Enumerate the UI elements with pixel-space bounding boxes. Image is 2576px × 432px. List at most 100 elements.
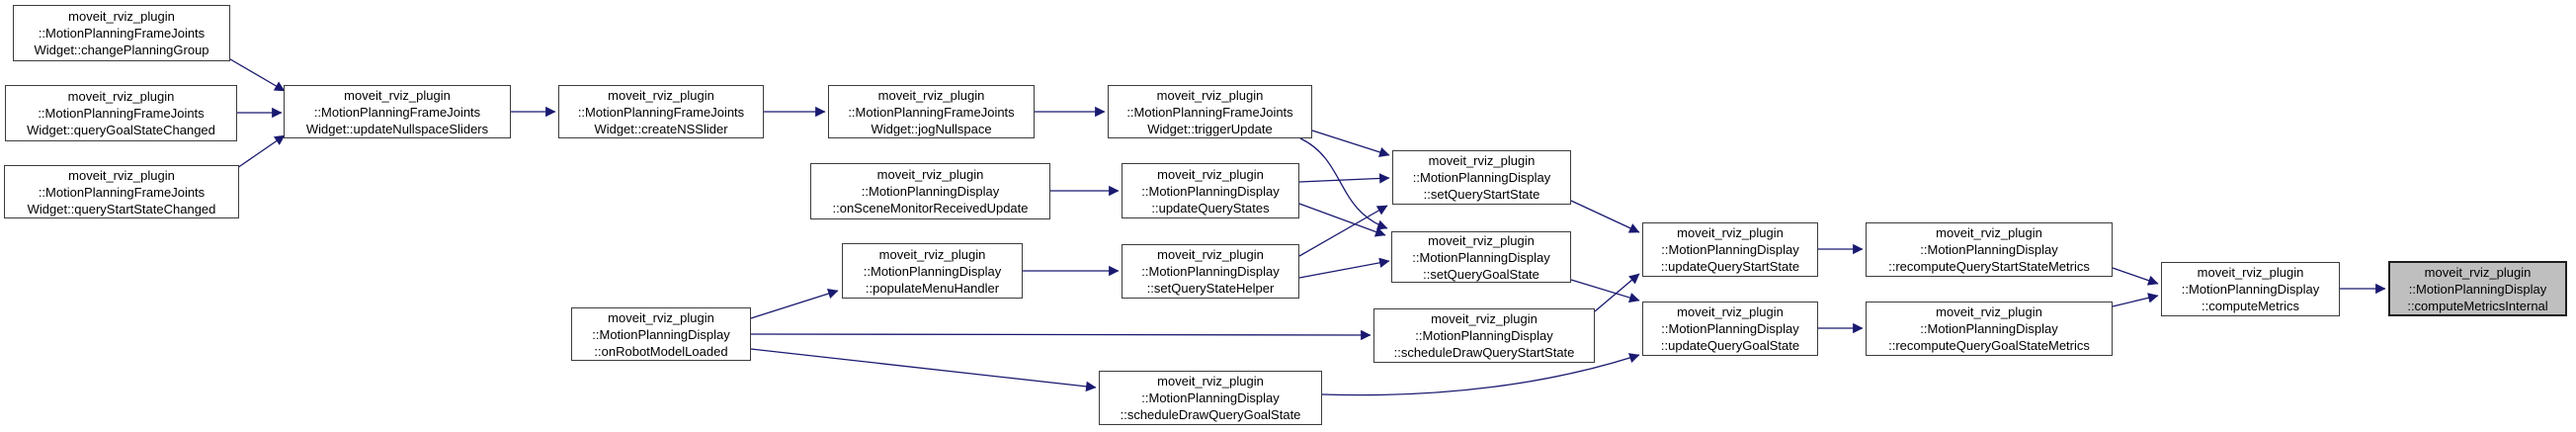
node-label-line: ::MotionPlanningDisplay — [592, 326, 730, 342]
node-label-line: ::MotionPlanningDisplay — [863, 263, 1002, 279]
node-label-line: ::MotionPlanningDisplay — [2181, 282, 2320, 297]
node-label-line: moveit_rviz_plugin — [1157, 374, 1264, 389]
edge-recompute-query-start-state-metrics-to-compute-metrics — [2112, 267, 2159, 286]
node-label-line: Widget::queryStartStateChanged — [27, 201, 216, 216]
node-compute-metrics-internal[interactable]: moveit_rviz_plugin::MotionPlanningDispla… — [2388, 261, 2567, 316]
node-label-line: moveit_rviz_plugin — [68, 167, 175, 183]
node-label-line: moveit_rviz_plugin — [877, 87, 985, 103]
node-query-goal-state-changed[interactable]: moveit_rviz_plugin::MotionPlanningFrameJ… — [5, 85, 237, 141]
node-change-planning-group[interactable]: moveit_rviz_plugin::MotionPlanningFrameJ… — [13, 5, 230, 61]
edge-update-query-states-to-set-query-goal-state — [1298, 203, 1386, 237]
node-label-line: moveit_rviz_plugin — [1156, 87, 1264, 103]
node-label-line: moveit_rviz_plugin — [344, 87, 451, 103]
node-update-query-goal-state[interactable]: moveit_rviz_plugin::MotionPlanningDispla… — [1642, 302, 1818, 356]
node-populate-menu-handler[interactable]: moveit_rviz_plugin::MotionPlanningDispla… — [842, 243, 1023, 299]
node-label-line: moveit_rviz_plugin — [1157, 247, 1264, 262]
node-label-line: ::MotionPlanningDisplay — [1415, 328, 1553, 343]
node-label-line: moveit_rviz_plugin — [1428, 232, 1535, 248]
node-trigger-update[interactable]: moveit_rviz_plugin::MotionPlanningFrameJ… — [1108, 85, 1312, 138]
node-label-line: moveit_rviz_plugin — [67, 89, 175, 104]
edge-on-robot-model-loaded-to-schedule-draw-query-goal-state — [750, 348, 1097, 392]
node-label-line: ::MotionPlanningFrameJoints — [1126, 104, 1293, 120]
node-label-line: moveit_rviz_plugin — [608, 309, 714, 325]
node-create-ns-slider[interactable]: moveit_rviz_plugin::MotionPlanningFrameJ… — [558, 85, 764, 138]
node-label-line: moveit_rviz_plugin — [1431, 311, 1537, 326]
node-label-line: ::MotionPlanningDisplay — [2408, 281, 2547, 297]
node-label-line: ::computeMetrics — [2202, 299, 2299, 313]
node-label-line: moveit_rviz_plugin — [1936, 225, 2042, 240]
node-label-line: ::scheduleDrawQueryStartState — [1393, 345, 1575, 360]
node-label-line: ::populateMenuHandler — [865, 280, 1000, 296]
edge-set-query-start-state-to-update-query-start-state — [1570, 200, 1640, 233]
node-label-line: moveit_rviz_plugin — [1677, 225, 1784, 240]
node-label-line: ::MotionPlanningFrameJoints — [38, 106, 205, 121]
node-update-query-start-state[interactable]: moveit_rviz_plugin::MotionPlanningDispla… — [1642, 222, 1818, 277]
edge-set-query-goal-state-to-update-query-goal-state — [1570, 279, 1640, 303]
edge-set-query-state-helper-to-set-query-goal-state — [1298, 257, 1390, 279]
node-label-line: moveit_rviz_plugin — [68, 9, 175, 24]
node-label-line: moveit_rviz_plugin — [878, 246, 986, 262]
node-set-query-state-helper[interactable]: moveit_rviz_plugin::MotionPlanningDispla… — [1122, 244, 1299, 299]
node-label-line: ::updateQueryStates — [1151, 200, 1270, 216]
node-label-line: ::MotionPlanningDisplay — [1920, 242, 2058, 257]
node-label-line: ::MotionPlanningDisplay — [1141, 264, 1280, 279]
node-label-line: moveit_rviz_plugin — [1157, 166, 1264, 182]
node-label-line: ::MotionPlanningDisplay — [1920, 321, 2058, 336]
node-update-nullspace-sliders[interactable]: moveit_rviz_plugin::MotionPlanningFrameJ… — [284, 85, 511, 138]
node-update-query-states[interactable]: moveit_rviz_plugin::MotionPlanningDispla… — [1122, 163, 1299, 218]
node-label-line: ::MotionPlanningFrameJoints — [577, 104, 745, 120]
node-label-line: ::setQueryStateHelper — [1146, 281, 1275, 296]
node-label-line: ::MotionPlanningDisplay — [1661, 321, 1799, 336]
node-label-line: ::MotionPlanningFrameJoints — [313, 104, 481, 120]
node-label-line: ::MotionPlanningDisplay — [1141, 183, 1280, 199]
node-label-line: ::onRobotModelLoaded — [594, 343, 728, 359]
node-label-line: ::recomputeQueryStartStateMetrics — [1888, 259, 2090, 274]
node-label-line: moveit_rviz_plugin — [608, 87, 714, 103]
node-label-line: ::MotionPlanningDisplay — [1412, 249, 1550, 265]
node-label-line: ::MotionPlanningDisplay — [861, 184, 1000, 199]
node-set-query-start-state[interactable]: moveit_rviz_plugin::MotionPlanningDispla… — [1392, 150, 1571, 205]
edge-query-start-state-changed-to-update-nullspace-sliders — [236, 134, 286, 169]
node-label-line: Widget::updateNullspaceSliders — [305, 121, 489, 136]
node-label-line: ::onSceneMonitorReceivedUpdate — [832, 201, 1029, 216]
edge-on-robot-model-loaded-to-populate-menu-handler — [750, 289, 839, 319]
node-label-line: ::setQueryStartState — [1423, 187, 1540, 202]
node-label-line: ::MotionPlanningFrameJoints — [38, 26, 206, 41]
node-label-line: Widget::triggerUpdate — [1147, 121, 1273, 136]
node-label-line: ::computeMetricsInternal — [2407, 298, 2548, 313]
node-compute-metrics[interactable]: moveit_rviz_plugin::MotionPlanningDispla… — [2161, 262, 2340, 316]
node-schedule-draw-query-goal-state[interactable]: moveit_rviz_plugin::MotionPlanningDispla… — [1099, 371, 1322, 425]
node-label-line: moveit_rviz_plugin — [1428, 153, 1536, 168]
node-label-line: ::MotionPlanningDisplay — [1141, 390, 1280, 405]
edge-trigger-update-to-set-query-goal-state — [1299, 137, 1388, 230]
node-jog-nullspace[interactable]: moveit_rviz_plugin::MotionPlanningFrameJ… — [828, 85, 1035, 138]
node-set-query-goal-state[interactable]: moveit_rviz_plugin::MotionPlanningDispla… — [1391, 231, 1571, 283]
edge-set-query-state-helper-to-set-query-start-state — [1298, 205, 1388, 257]
node-on-robot-model-loaded[interactable]: moveit_rviz_plugin::MotionPlanningDispla… — [571, 307, 751, 361]
node-label-line: Widget::jogNullspace — [871, 121, 992, 136]
node-recompute-query-start-state-metrics[interactable]: moveit_rviz_plugin::MotionPlanningDispla… — [1866, 222, 2113, 277]
node-label-line: moveit_rviz_plugin — [876, 167, 984, 182]
node-label-line: ::scheduleDrawQueryGoalState — [1120, 407, 1301, 422]
node-schedule-draw-query-start-state[interactable]: moveit_rviz_plugin::MotionPlanningDispla… — [1373, 308, 1595, 363]
node-label-line: ::setQueryGoalState — [1423, 266, 1539, 282]
edge-update-query-states-to-set-query-start-state — [1298, 173, 1390, 184]
node-label-line: ::updateQueryStartState — [1660, 259, 1800, 274]
node-label-line: ::MotionPlanningFrameJoints — [38, 184, 206, 200]
node-label-line: ::recomputeQueryGoalStateMetrics — [1888, 338, 2090, 353]
node-query-start-state-changed[interactable]: moveit_rviz_plugin::MotionPlanningFrameJ… — [4, 165, 239, 218]
node-label-line: ::updateQueryGoalState — [1660, 338, 1800, 353]
node-label-line: Widget::queryGoalStateChanged — [27, 123, 215, 137]
edge-recompute-query-goal-state-metrics-to-compute-metrics — [2112, 293, 2159, 307]
node-label-line: ::MotionPlanningFrameJoints — [848, 104, 1015, 120]
edge-on-robot-model-loaded-to-schedule-draw-query-start-state — [750, 329, 1371, 341]
node-label-line: moveit_rviz_plugin — [2197, 265, 2304, 280]
node-label-line: moveit_rviz_plugin — [1936, 304, 2042, 319]
node-recompute-query-goal-state-metrics[interactable]: moveit_rviz_plugin::MotionPlanningDispla… — [1866, 302, 2113, 356]
node-label-line: moveit_rviz_plugin — [1677, 304, 1784, 319]
node-on-scene-monitor-received-update[interactable]: moveit_rviz_plugin::MotionPlanningDispla… — [810, 163, 1050, 219]
node-label-line: ::MotionPlanningDisplay — [1412, 170, 1551, 185]
edge-trigger-update-to-set-query-start-state — [1311, 130, 1390, 157]
node-label-line: ::MotionPlanningDisplay — [1661, 242, 1799, 257]
